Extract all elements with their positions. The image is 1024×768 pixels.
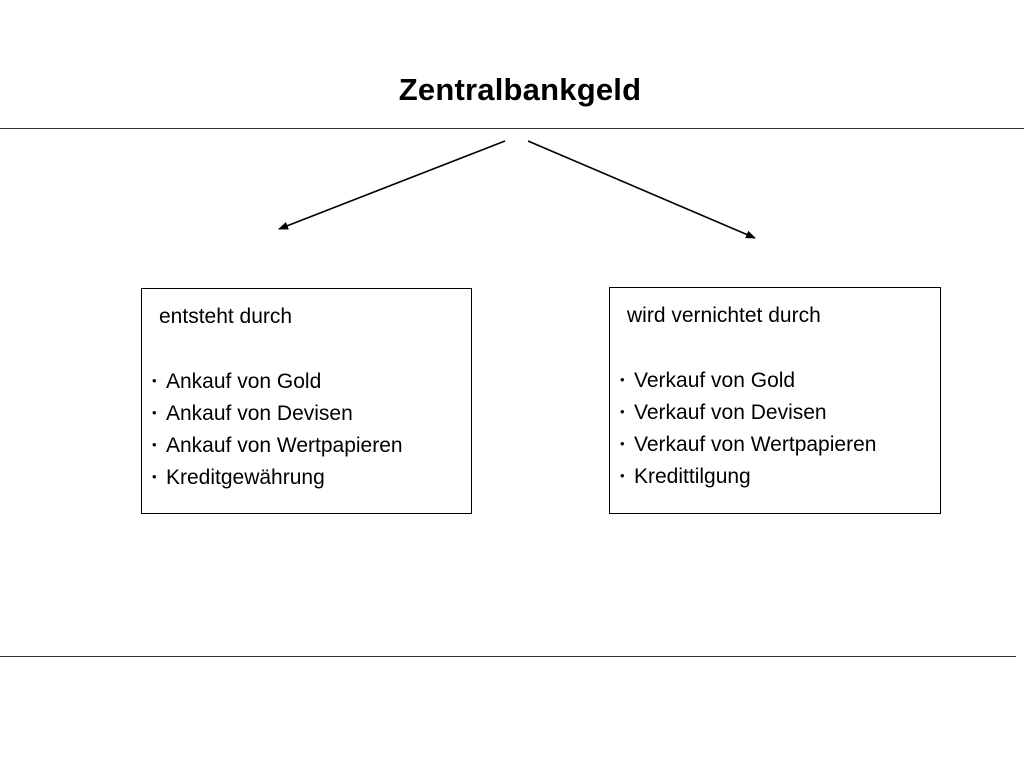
list-item: • Verkauf von Gold — [620, 364, 876, 396]
bullet-icon: • — [620, 404, 625, 419]
destruction-heading: wird vernichtet durch — [627, 304, 821, 327]
bottom-divider — [0, 656, 1016, 657]
arrow-left — [278, 140, 506, 230]
bullet-icon: • — [152, 469, 157, 484]
list-item: • Ankauf von Gold — [152, 365, 403, 397]
bullet-icon: • — [152, 437, 157, 452]
bullet-icon: • — [620, 468, 625, 483]
list-item: • Verkauf von Wertpapieren — [620, 428, 876, 460]
bullet-icon: • — [620, 436, 625, 451]
list-item: • Kreditgewährung — [152, 461, 403, 493]
top-divider — [0, 128, 1024, 129]
list-item: • Kredittilgung — [620, 460, 876, 492]
slide-title: Zentralbankgeld — [398, 72, 642, 107]
list-item-text: Kreditgewährung — [166, 466, 325, 489]
creation-list: • Ankauf von Gold • Ankauf von Devisen • An… — [152, 365, 403, 493]
destruction-box: wird vernichtet durch • Verkauf von Gold … — [609, 287, 941, 514]
list-item: • Verkauf von Devisen — [620, 396, 876, 428]
list-item-text: Verkauf von Devisen — [634, 401, 827, 424]
list-item: • Ankauf von Devisen — [152, 397, 403, 429]
bullet-icon: • — [152, 373, 157, 388]
destruction-list: • Verkauf von Gold • Verkauf von Devisen •… — [620, 364, 876, 492]
bullet-icon: • — [620, 372, 625, 387]
bullet-icon: • — [152, 405, 157, 420]
list-item: • Ankauf von Wertpapieren — [152, 429, 403, 461]
list-item-text: Verkauf von Gold — [634, 369, 796, 392]
creation-box: entsteht durch • Ankauf von Gold • Ankauf … — [141, 288, 472, 514]
list-item-text: Kredittilgung — [634, 465, 751, 488]
list-item-text: Ankauf von Gold — [166, 370, 322, 393]
list-item-text: Verkauf von Wertpapieren — [634, 433, 877, 456]
list-item-text: Ankauf von Devisen — [166, 402, 353, 425]
creation-heading: entsteht durch — [159, 305, 293, 328]
list-item-text: Ankauf von Wertpapieren — [166, 434, 403, 457]
arrow-right — [527, 140, 756, 239]
